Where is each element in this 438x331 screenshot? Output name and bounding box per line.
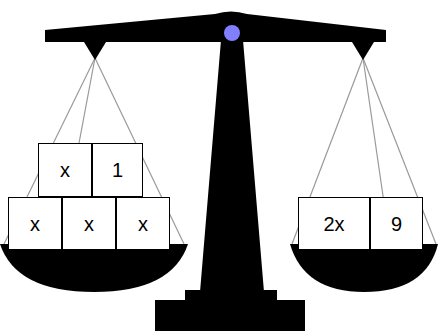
term-block: 9 (370, 197, 423, 250)
term-block: x (116, 197, 170, 250)
base (155, 290, 305, 331)
term-text: x (138, 214, 148, 234)
term-block: x (62, 197, 116, 250)
term-text: 1 (112, 160, 123, 180)
term-block: x (38, 143, 92, 197)
pivot (224, 25, 240, 41)
term-block: x (8, 197, 62, 250)
term-text: x (30, 214, 40, 234)
term-text: x (60, 160, 70, 180)
right-pan (290, 244, 438, 292)
hook (352, 42, 374, 60)
term-block: 2x (298, 197, 370, 250)
term-block: 1 (92, 143, 143, 197)
term-text: 2x (323, 214, 344, 234)
beam (45, 12, 386, 43)
left-pan (0, 244, 188, 292)
hook (84, 42, 106, 60)
term-text: 9 (391, 214, 402, 234)
term-text: x (84, 214, 94, 234)
pillar (200, 40, 264, 292)
